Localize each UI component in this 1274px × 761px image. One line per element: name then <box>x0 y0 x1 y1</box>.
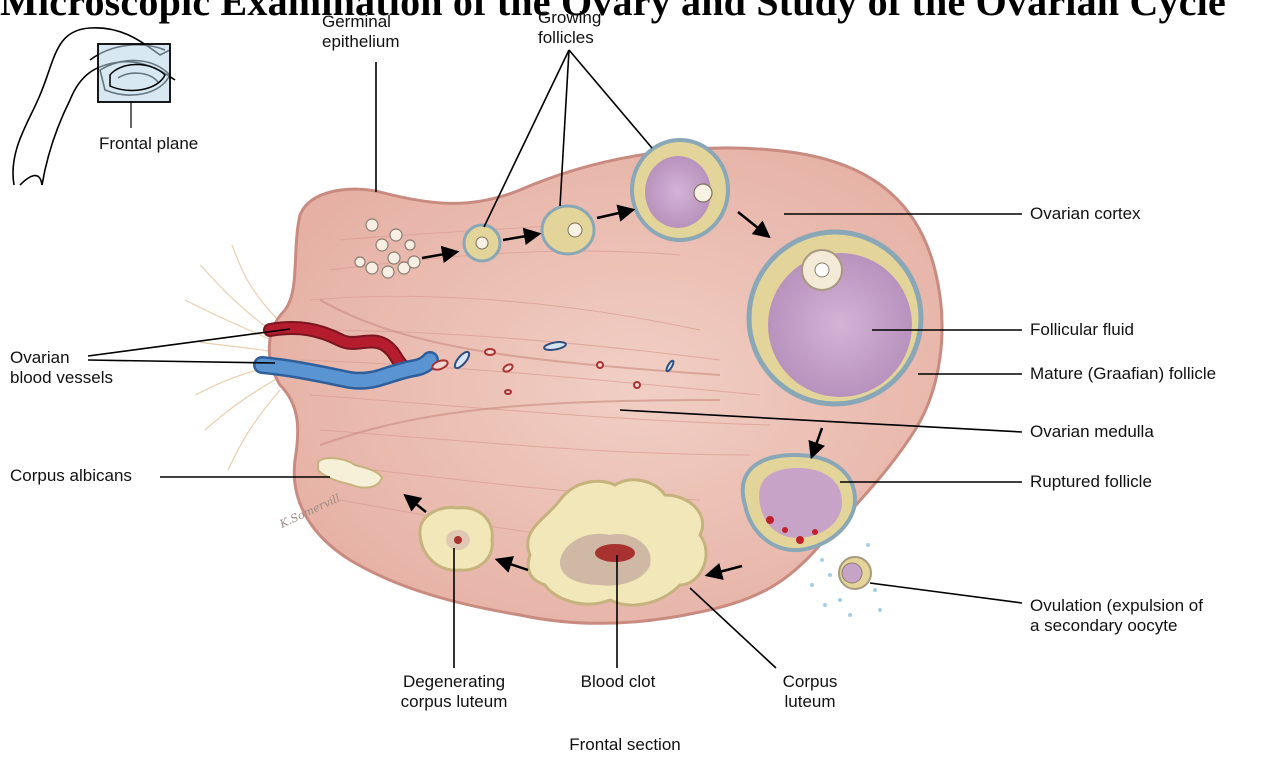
ruptured-follicle <box>743 455 855 550</box>
label-growing-follicles-line2: follicles <box>538 28 594 48</box>
frontal-plane-box <box>98 44 170 102</box>
label-follicular-fluid: Follicular fluid <box>1030 320 1134 340</box>
mature-follicle <box>749 232 921 404</box>
label-blood-clot: Blood clot <box>560 672 676 692</box>
label-ovulation-line1: Ovulation (expulsion of <box>1030 596 1203 616</box>
label-growing-follicles-line1: Growing <box>538 8 601 28</box>
label-frontal-plane: Frontal plane <box>99 134 198 154</box>
label-mature-follicle: Mature (Graafian) follicle <box>1030 364 1216 384</box>
label-ruptured-follicle: Ruptured follicle <box>1030 472 1152 492</box>
growing-follicle-medium <box>542 206 594 254</box>
label-ovarian-blood-vessels-line2: blood vessels <box>10 368 113 388</box>
label-corpus-albicans: Corpus albicans <box>10 466 132 486</box>
label-corpus-luteum-line2: luteum <box>760 692 860 712</box>
label-ovarian-medulla: Ovarian medulla <box>1030 422 1154 442</box>
label-degenerating-corpus-luteum-line1: Degenerating <box>384 672 524 692</box>
growing-follicle-large <box>632 140 728 240</box>
growing-follicle-small <box>464 225 500 261</box>
blood-clot-mark <box>595 544 635 562</box>
label-ovulation-line2: a secondary oocyte <box>1030 616 1177 636</box>
label-frontal-section: Frontal section <box>540 735 710 755</box>
label-corpus-luteum-line1: Corpus <box>760 672 860 692</box>
label-degenerating-corpus-luteum-line2: corpus luteum <box>384 692 524 712</box>
label-ovarian-cortex: Ovarian cortex <box>1030 204 1141 224</box>
ovulated-oocyte <box>810 543 882 617</box>
label-ovarian-blood-vessels-line1: Ovarian <box>10 348 70 368</box>
label-germinal-epithelium-line2: epithelium <box>322 32 400 52</box>
degenerating-corpus-luteum <box>420 507 492 570</box>
label-germinal-epithelium-line1: Germinal <box>322 12 391 32</box>
